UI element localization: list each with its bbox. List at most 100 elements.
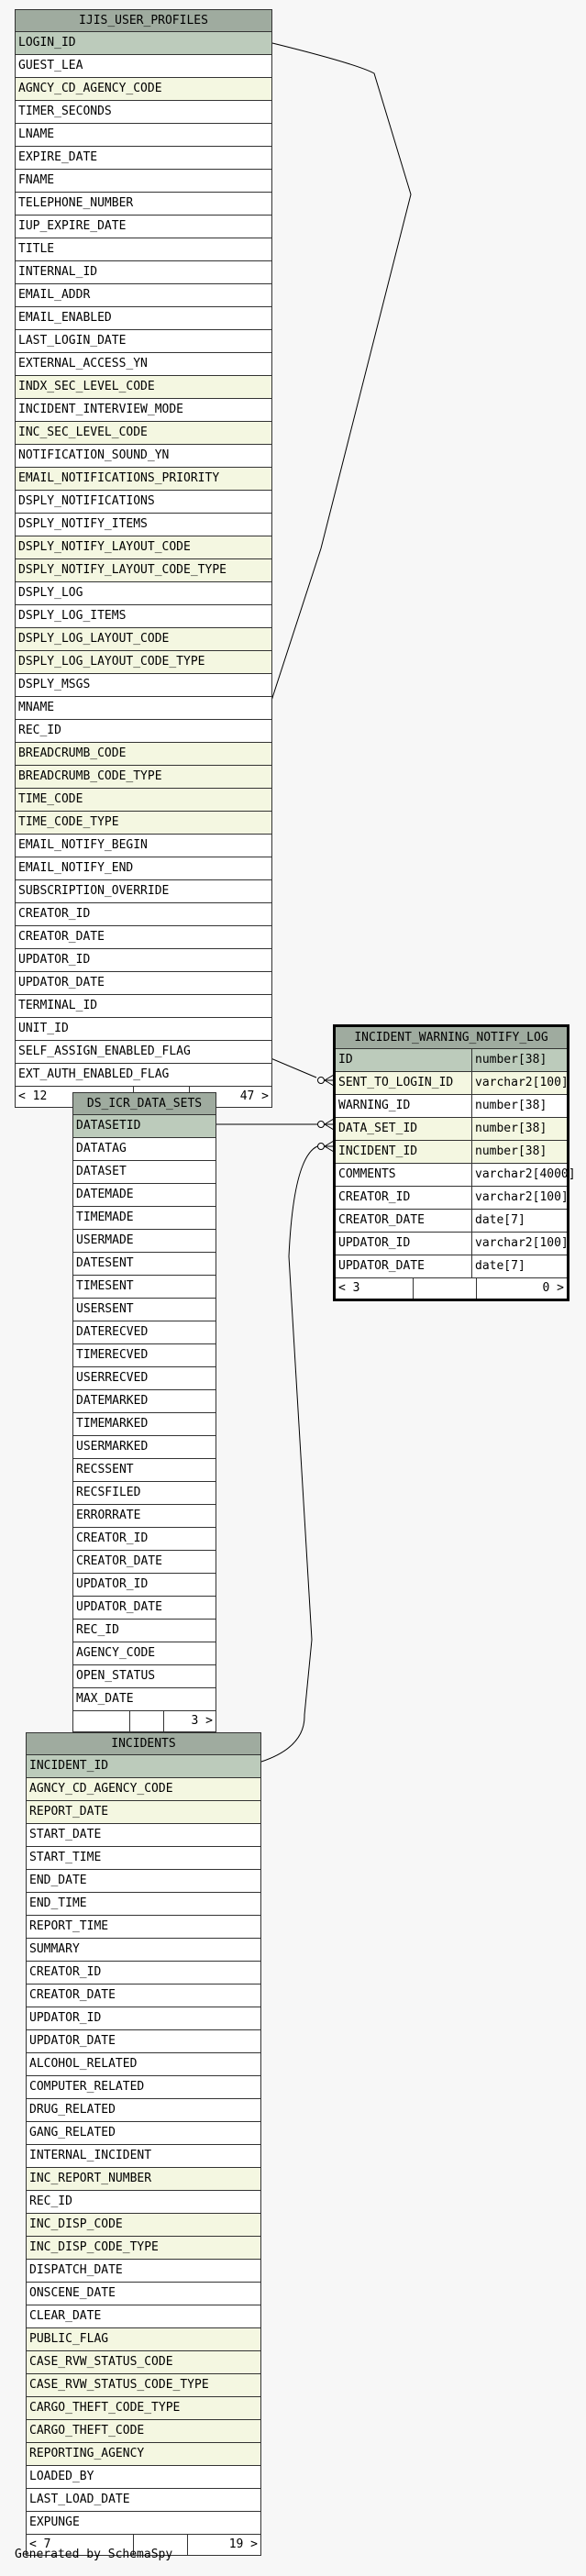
table-row[interactable]: SUMMARY (27, 1939, 260, 1962)
table-row[interactable]: INCIDENT_INTERVIEW_MODE (16, 399, 271, 422)
table-row[interactable]: EXTERNAL_ACCESS_YN (16, 353, 271, 376)
table-row[interactable]: CREATOR_ID (27, 1962, 260, 1985)
table-row[interactable]: CREATOR_DATE (27, 1985, 260, 2007)
table-row[interactable]: DSPLY_LOG_ITEMS (16, 605, 271, 628)
table-row[interactable]: CARGO_THEFT_CODE_TYPE (27, 2397, 260, 2420)
table-row[interactable]: RECSSENT (73, 1459, 216, 1482)
table-row[interactable]: TIMER_SECONDS (16, 101, 271, 124)
table-row[interactable]: INTERNAL_INCIDENT (27, 2145, 260, 2168)
table-row[interactable]: LOGIN_ID (16, 32, 271, 55)
table-row[interactable]: REPORT_DATE (27, 1801, 260, 1824)
table-header[interactable]: INCIDENTS (27, 1733, 260, 1755)
table-row[interactable]: EMAIL_NOTIFY_END (16, 857, 271, 880)
table-row[interactable]: EMAIL_ENABLED (16, 307, 271, 330)
table-row[interactable]: PUBLIC_FLAG (27, 2328, 260, 2351)
table-row[interactable]: MAX_DATE (73, 1688, 216, 1711)
table-row[interactable]: TELEPHONE_NUMBER (16, 193, 271, 216)
table-row[interactable]: INTERNAL_ID (16, 261, 271, 284)
table-row[interactable]: DSPLY_NOTIFY_LAYOUT_CODE_TYPE (16, 559, 271, 582)
table-row[interactable]: TIMERECVED (73, 1344, 216, 1367)
table-row[interactable]: IUP_EXPIRE_DATE (16, 216, 271, 238)
table-row[interactable]: ONSCENE_DATE (27, 2283, 260, 2305)
table-row[interactable]: GANG_RELATED (27, 2122, 260, 2145)
table-row[interactable]: DSPLY_MSGS (16, 674, 271, 697)
table-row[interactable]: CREATOR_ID (73, 1528, 216, 1551)
table-row[interactable]: DATASETID (73, 1115, 216, 1138)
table-row[interactable]: UPDATOR_ID (73, 1574, 216, 1597)
table-row[interactable]: EMAIL_NOTIFY_BEGIN (16, 835, 271, 857)
table-row[interactable]: DATERECVED (73, 1321, 216, 1344)
table-row[interactable]: CREATOR_DATE (73, 1551, 216, 1574)
table-row[interactable]: CASE_RVW_STATUS_CODE (27, 2351, 260, 2374)
table-row[interactable]: RECSFILED (73, 1482, 216, 1505)
table-row[interactable]: DATEMADE (73, 1184, 216, 1207)
table-row[interactable]: DRUG_RELATED (27, 2099, 260, 2122)
table-row[interactable]: EXPUNGE (27, 2512, 260, 2535)
table-row[interactable]: CREATOR_DATE (16, 926, 271, 949)
table-row[interactable]: EMAIL_ADDR (16, 284, 271, 307)
table-row[interactable]: DATEMARKED (73, 1390, 216, 1413)
table-row[interactable]: UNIT_ID (16, 1018, 271, 1041)
table-row[interactable]: TIMEMARKED (73, 1413, 216, 1436)
table-row[interactable]: UPDATOR_DATE (27, 2030, 260, 2053)
table-header[interactable]: DS_ICR_DATA_SETS (73, 1093, 216, 1115)
table-row[interactable]: SUBSCRIPTION_OVERRIDE (16, 880, 271, 903)
table-row[interactable]: EXPIRE_DATE (16, 147, 271, 170)
table-row[interactable]: CARGO_THEFT_CODE (27, 2420, 260, 2443)
table-row[interactable]: UPDATOR_ID (16, 949, 271, 972)
table-row[interactable]: CASE_RVW_STATUS_CODE_TYPE (27, 2374, 260, 2397)
table-row[interactable]: SELF_ASSIGN_ENABLED_FLAG (16, 1041, 271, 1064)
table-row[interactable]: UPDATOR_DATE (16, 972, 271, 995)
table-row[interactable]: TIMESENT (73, 1276, 216, 1299)
table-row[interactable]: DSPLY_LOG_LAYOUT_CODE (16, 628, 271, 651)
table-row[interactable]: EMAIL_NOTIFICATIONS_PRIORITY (16, 468, 271, 491)
table-row[interactable]: NOTIFICATION_SOUND_YN (16, 445, 271, 468)
table-row[interactable]: START_DATE (27, 1824, 260, 1847)
table-row[interactable]: DSPLY_NOTIFICATIONS (16, 491, 271, 514)
table-row[interactable]: END_DATE (27, 1870, 260, 1893)
table-row[interactable]: REPORT_TIME (27, 1916, 260, 1939)
table-row[interactable]: INDX_SEC_LEVEL_CODE (16, 376, 271, 399)
table-row[interactable]: TIMEMADE (73, 1207, 216, 1230)
table-row[interactable]: DATASET (73, 1161, 216, 1184)
table-row[interactable]: DSPLY_LOG_LAYOUT_CODE_TYPE (16, 651, 271, 674)
table-row[interactable]: DSPLY_NOTIFY_LAYOUT_CODE (16, 536, 271, 559)
table-header[interactable]: IJIS_USER_PROFILES (16, 10, 271, 32)
table-row[interactable]: INC_DISP_CODE_TYPE (27, 2237, 260, 2260)
table-row[interactable]: TERMINAL_ID (16, 995, 271, 1018)
table-row[interactable]: REC_ID (27, 2191, 260, 2214)
table-row[interactable]: INCIDENT_ID (27, 1755, 260, 1778)
table-row[interactable]: AGNCY_CD_AGENCY_CODE (27, 1778, 260, 1801)
table-row[interactable]: REPORTING_AGENCY (27, 2443, 260, 2466)
table-row[interactable]: UPDATOR_ID (27, 2007, 260, 2030)
table-row[interactable]: REC_ID (73, 1620, 216, 1642)
table-row[interactable]: TIME_CODE_TYPE (16, 812, 271, 835)
table-row[interactable]: DATESENT (73, 1253, 216, 1276)
table-header[interactable]: INCIDENT_WARNING_NOTIFY_LOG (336, 1027, 567, 1049)
table-row[interactable]: BREADCRUMB_CODE (16, 743, 271, 766)
table-row[interactable]: EXT_AUTH_ENABLED_FLAG (16, 1064, 271, 1087)
table-row[interactable]: TIME_CODE (16, 789, 271, 812)
table-row[interactable]: BREADCRUMB_CODE_TYPE (16, 766, 271, 789)
table-row[interactable]: DATATAG (73, 1138, 216, 1161)
table-row[interactable]: DSPLY_NOTIFY_ITEMS (16, 514, 271, 536)
table-row[interactable]: GUEST_LEA (16, 55, 271, 78)
table-row[interactable]: OPEN_STATUS (73, 1665, 216, 1688)
table-row[interactable]: LAST_LOGIN_DATE (16, 330, 271, 353)
table-row[interactable]: LAST_LOAD_DATE (27, 2489, 260, 2512)
table-row[interactable]: LOADED_BY (27, 2466, 260, 2489)
table-row[interactable]: ERRORRATE (73, 1505, 216, 1528)
table-row[interactable]: DISPATCH_DATE (27, 2260, 260, 2283)
table-row[interactable]: USERMARKED (73, 1436, 216, 1459)
table-row[interactable]: DSPLY_LOG (16, 582, 271, 605)
